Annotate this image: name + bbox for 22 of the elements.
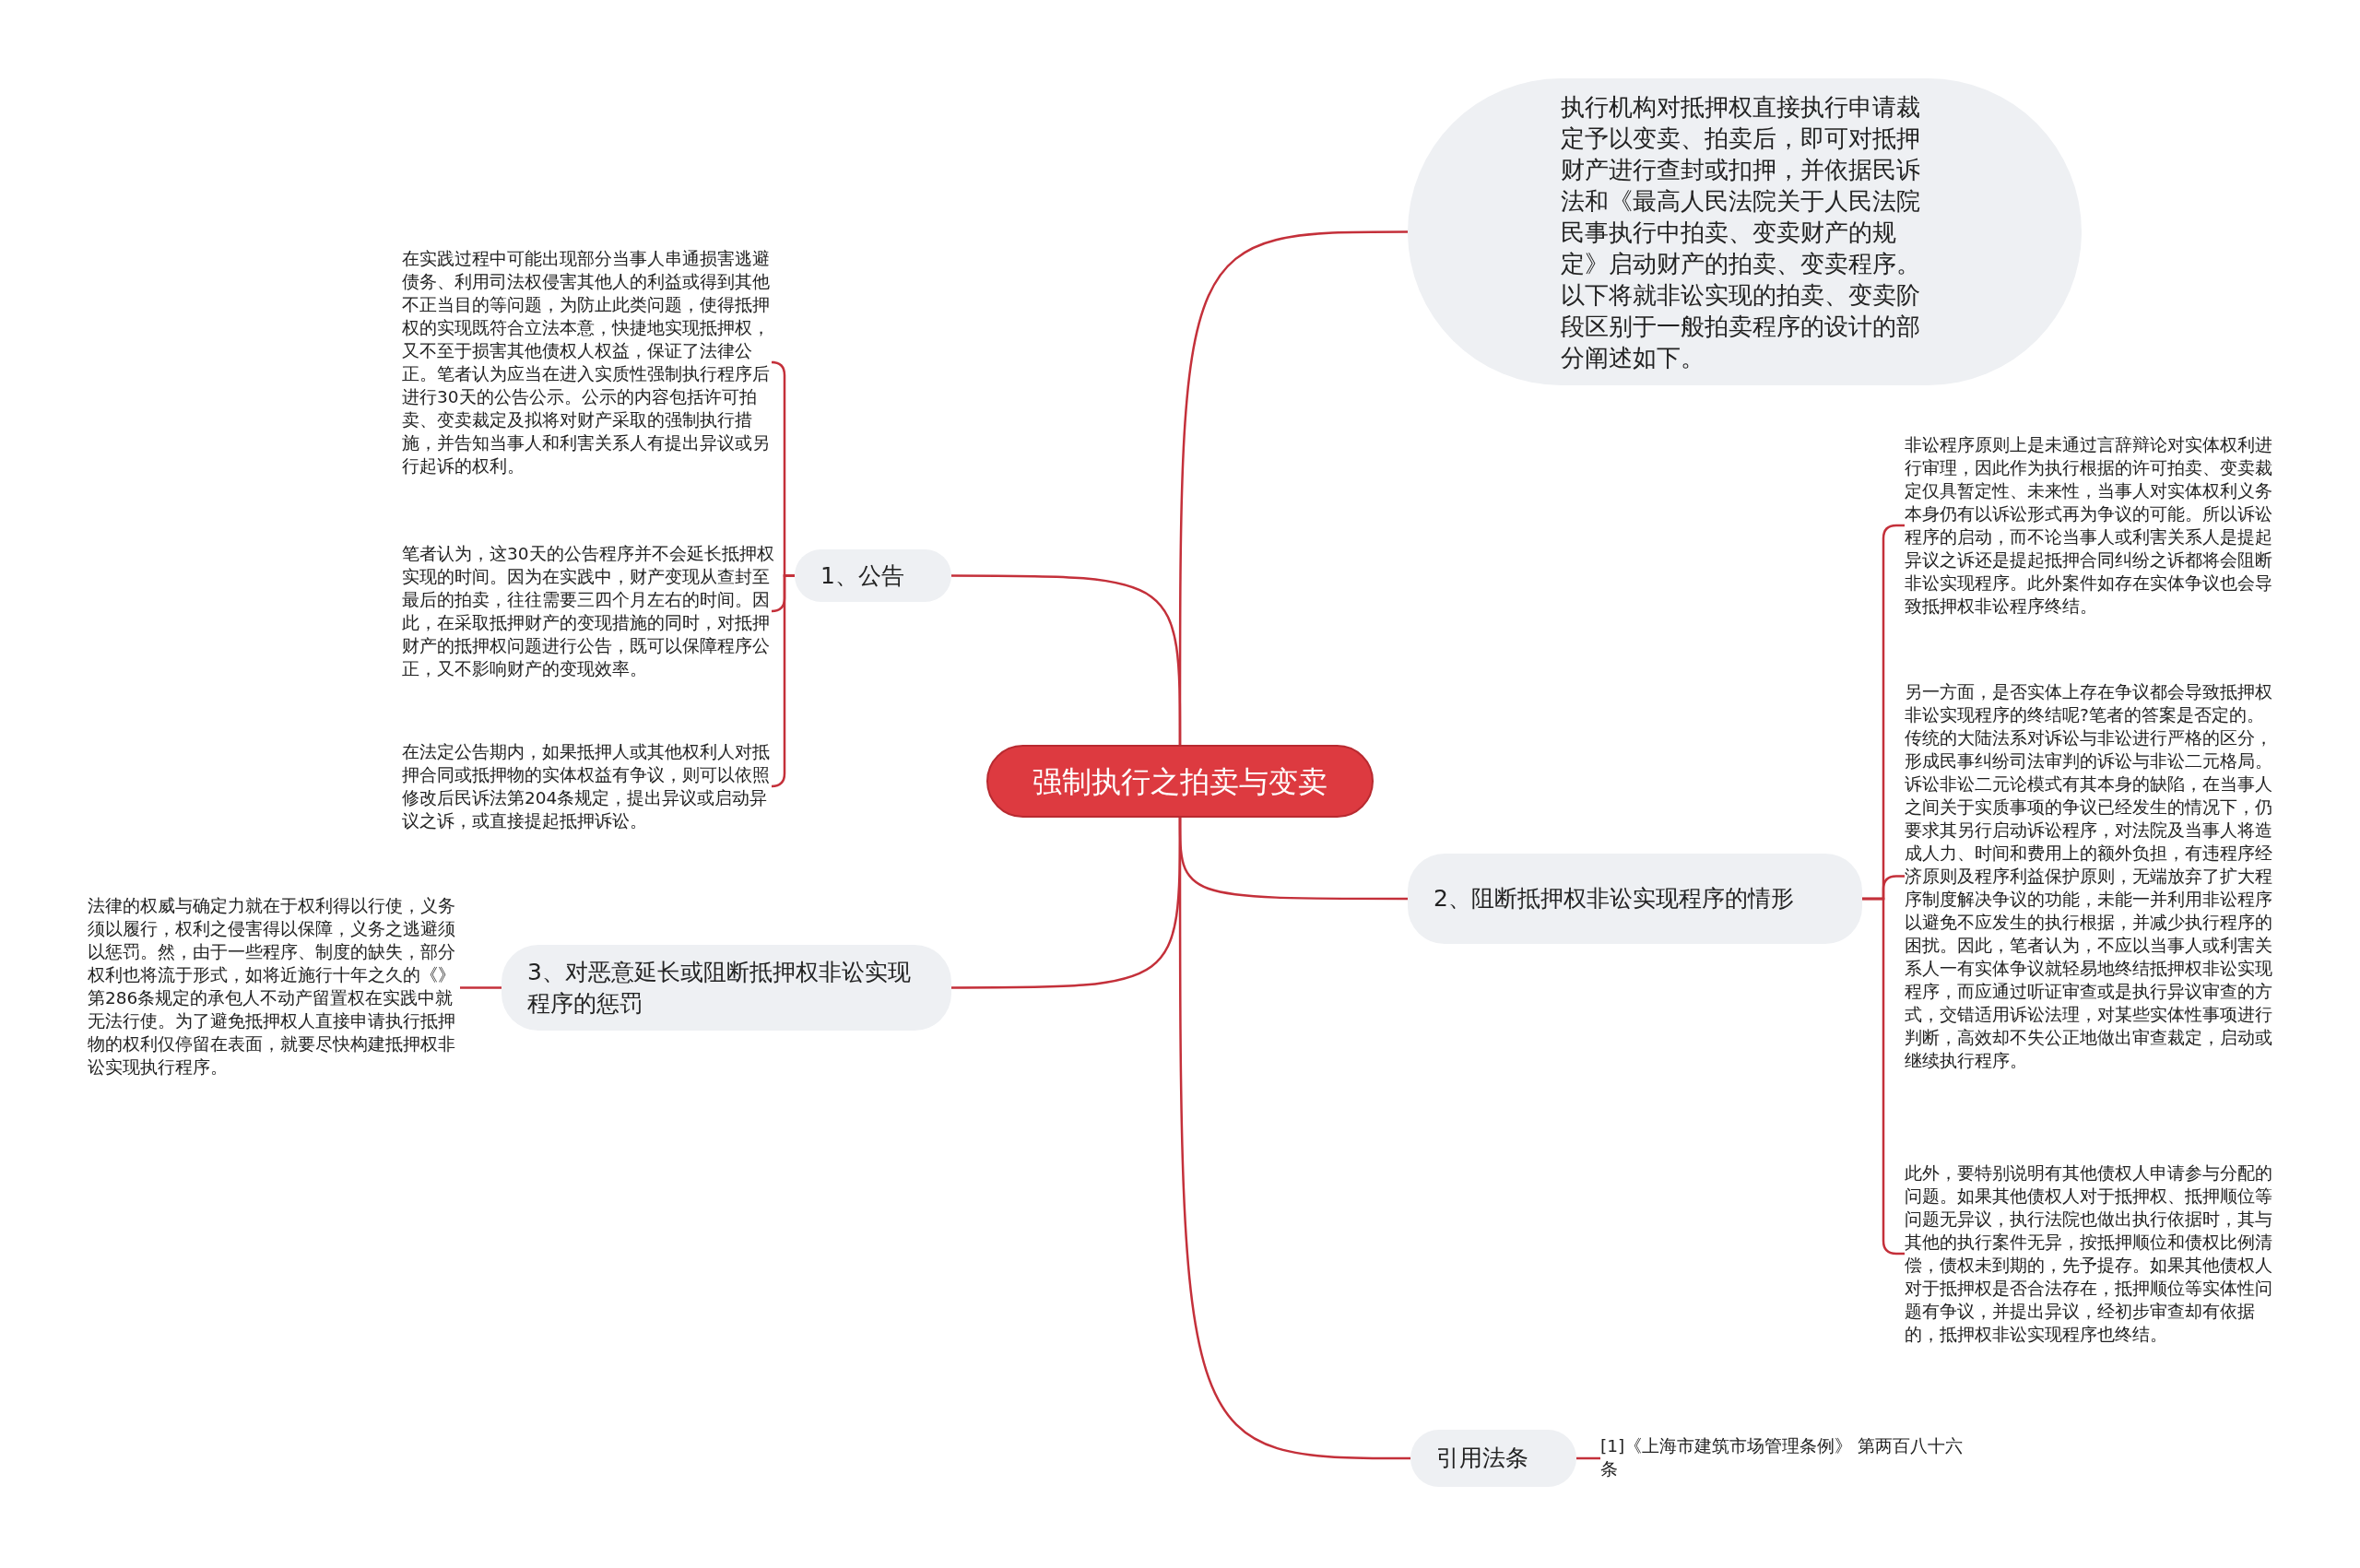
topic-label: 1、公告 xyxy=(820,560,904,591)
topic-label: 执行机构对抵押权直接执行申请裁定予以变卖、拍卖后，即可对抵押财产进行查封或扣押，并依据民诉法和《最高人民法院关于人民法院民事执行中拍卖、变卖财产的规定》启动财产的拍卖、变卖程序。以下将就非讼实现的拍卖、变卖阶段区别于一般拍卖程序的设计的部分阐述如下。 xyxy=(1561,91,1921,373)
topic-label: 3、对恶意延长或阻断抵押权非讼实现程序的惩罚 xyxy=(527,957,912,1019)
note-text: 非讼程序原则上是未通过言辞辩论对实体权利进行审理，因此作为执行根据的许可拍卖、变卖裁定仅具暂定性、未来性，当事人对实体权利义务本身仍有以诉讼形式再为争议的可能。所以诉讼程序的启动，而不论当事人或利害关系人是提起异议之诉还是提起抵押合同纠纷之诉都将会阻断非讼实现程序。此外案件如存在实体争议也会导致抵押权非讼程序终结。 xyxy=(1905,433,2277,618)
note-text: 在实践过程中可能出现部分当事人串通损害逃避债务、利用司法权侵害其他人的利益或得到其他不正当目的等问题，为防止此类问题，使得抵押权的实现既符合立法本意，快捷地实现抵押权，又不至于损害其他债权人权益，保证了法律公正。笔者认为应当在进入实质性强制执行程序后进行30天的公告公示。公示的内容包括许可拍卖、变卖裁定及拟将对财产采取的强制执行措施，并告知当事人和利害关系人有提出异议或另行起诉的权利。 xyxy=(402,247,774,477)
note-text: 在法定公告期内，如果抵押人或其他权利人对抵押合同或抵押物的实体权益有争议，则可以依照修改后民诉法第204条规定，提出异议或启动异议之诉，或直接提起抵押诉讼。 xyxy=(402,740,774,832)
topic-bubble xyxy=(502,945,951,1031)
topic-label: 2、阻断抵押权非讼实现程序的情形 xyxy=(1434,884,1794,914)
topic-bubble xyxy=(1408,854,1862,944)
note-text: [1]《上海市建筑市场管理条例》 第两百八十六条 xyxy=(1600,1434,1973,1480)
connector xyxy=(460,986,502,989)
note-text: 此外，要特别说明有其他债权人申请参与分配的问题。如果其他债权人对于抵押权、抵押顺位等问题无异议，执行法院也做出执行依据时，其与其他的执行案件无异，按抵押顺位和债权比例清偿，债权未到期的，先予提存。如果其他债权人对于抵押权是否合法存在，抵押顺位等实体性问题有争议，并提出异议，经初步审查却有依据的，抵押权非讼实现程序也终结。 xyxy=(1905,1161,2277,1346)
connector xyxy=(951,574,1182,745)
connector xyxy=(1178,818,1410,1460)
connector xyxy=(770,574,795,788)
topic-label: 引用法条 xyxy=(1436,1444,1528,1473)
note-text: 法律的权威与确定力就在于权利得以行使，义务须以履行，权利之侵害得以保障，义务之逃避须以惩罚。然，由于一些程序、制度的缺失，部分权利也将流于形式，如将近施行十年之久的《》第286条规定的承包人不动产留置权在实践中就无法行使。为了避免抵押权人直接申请执行抵押物的权利仅停留在表面，就要尽快构建抵押权非讼实现执行程序。 xyxy=(88,894,460,1079)
topic-bubble xyxy=(795,549,951,602)
note-text: 笔者认为，这30天的公告程序并不会延长抵押权实现的时间。因为在实践中，财产变现从查封至最后的拍卖，往往需要三四个月左右的时间。因此，在采取抵押财产的变现措施的同时，对抵押财产的抵押权问题进行公告，既可以保障程序公正，又不影响财产的变现效率。 xyxy=(402,542,774,680)
connector xyxy=(1576,1456,1600,1460)
topic-label: 强制执行之拍卖与变卖 xyxy=(1032,762,1328,801)
note-text: 另一方面，是否实体上存在争议都会导致抵押权非讼实现程序的终结呢?笔者的答案是否定的。传统的大陆法系对诉讼与非讼进行严格的区分，形成民事纠纷司法审判的诉讼与非讼二元格局。诉讼非讼二元论模式有其本身的缺陷，在当事人之间关于实质事项的争议已经发生的情况下，仍要求其另行启动诉讼程序，对法院及当事人将造成人力、时间和费用上的额外负担，有违程序经济原则及程序利益保护原则，无端放弃了扩大程序制度解决争议的功能，未能一并利用非讼程序以避免不应发生的执行根据，并减少执行程序的困扰。因此，笔者认为，不应以当事人或利害关系人一有实体争议就轻易地终结抵押权非讼实现程序，而应通过听证审查或是执行异议审查的方式，交错适用诉讼法理，对某些实体性事项进行判断，高效却不失公正地做出审查裁定，启动或继续执行程序。 xyxy=(1905,680,2277,1072)
